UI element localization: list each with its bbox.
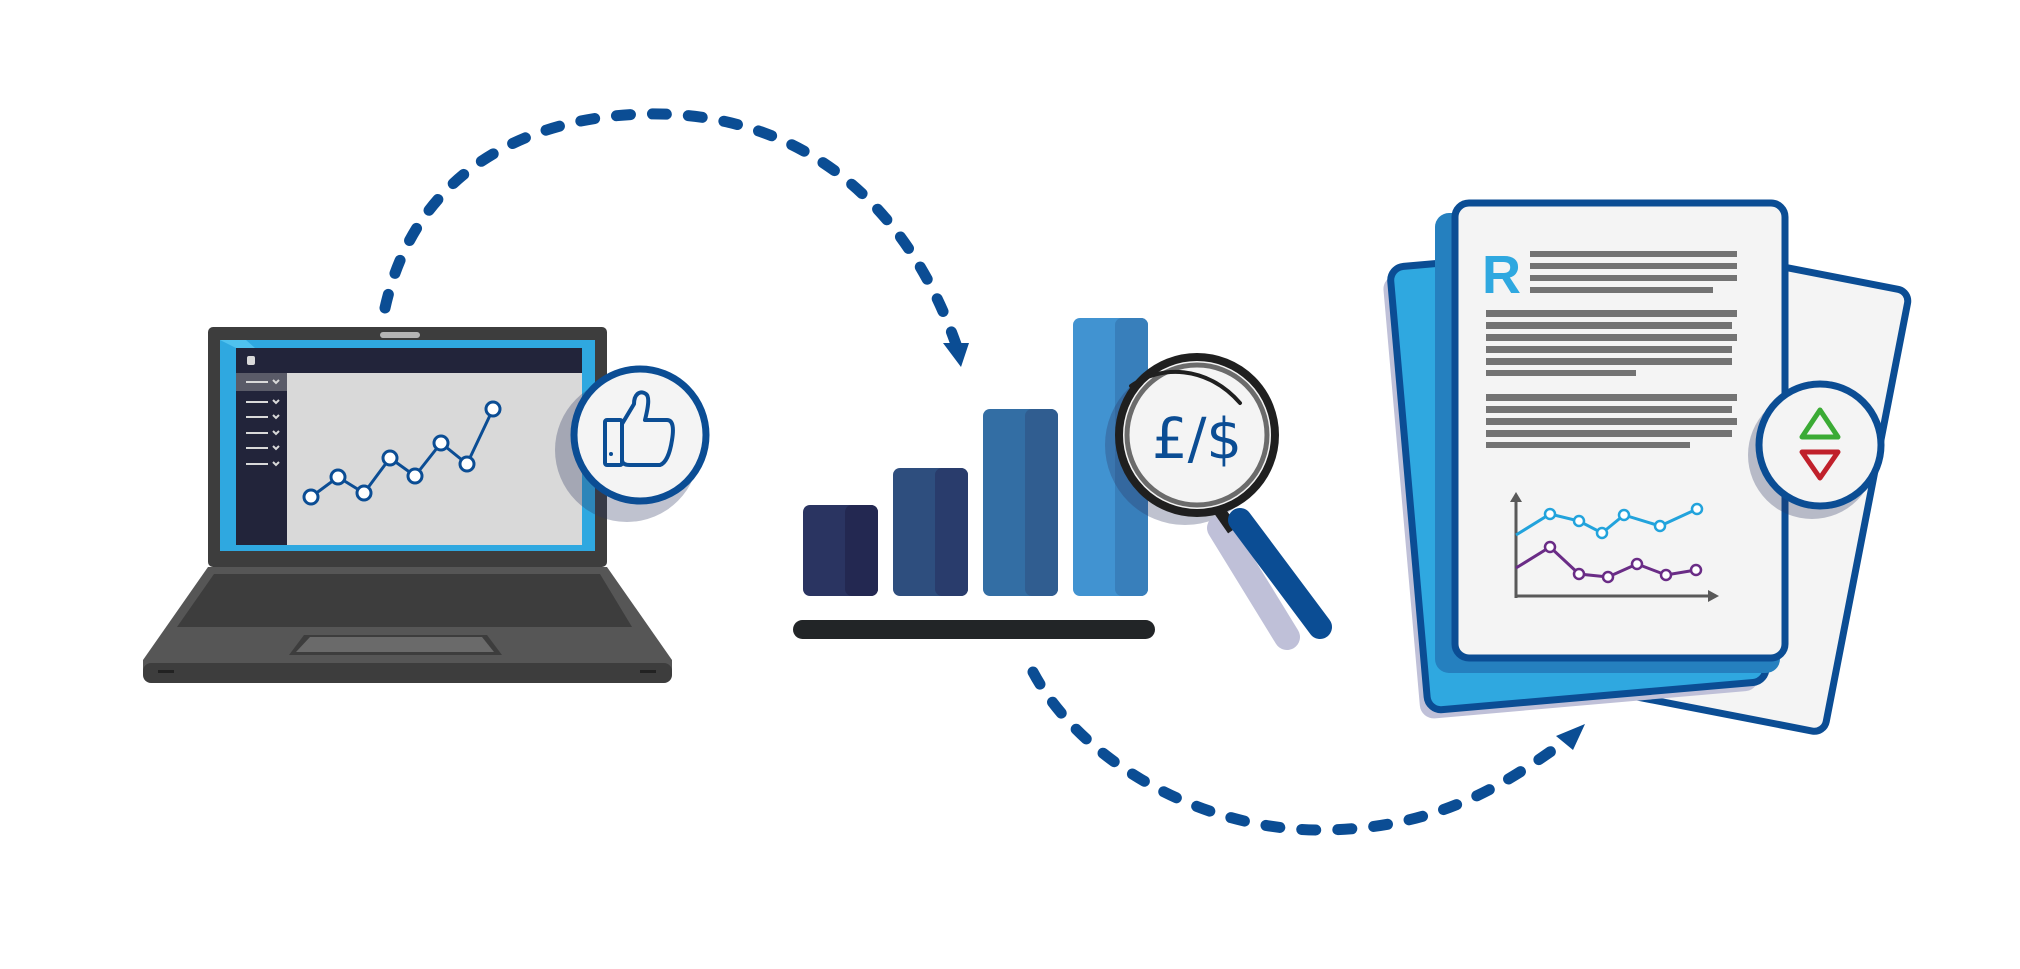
up-down-badge xyxy=(1748,380,1885,519)
laptop xyxy=(143,327,710,683)
dashboard-line-chart xyxy=(302,400,502,506)
app-window xyxy=(236,348,582,545)
magnifying-glass: £/$ xyxy=(1105,353,1332,650)
thumbs-up-icon xyxy=(603,390,675,467)
chart-baseline xyxy=(793,620,1155,639)
trackpad xyxy=(296,637,494,652)
keyboard xyxy=(177,574,632,627)
growth-bar-chart xyxy=(793,318,1155,639)
sidebar-menu-items xyxy=(246,379,280,467)
arrowhead-icon xyxy=(943,343,969,367)
app-titlebar xyxy=(236,348,582,373)
camera xyxy=(380,332,420,338)
report-line-chart xyxy=(1510,492,1719,602)
connector-analysis-to-report xyxy=(1027,666,1585,836)
app-sidebar xyxy=(236,373,287,545)
down-triangle-icon xyxy=(1799,449,1841,481)
currency-symbol: £/$ xyxy=(1152,407,1242,472)
connector-dashboard-to-analysis xyxy=(379,108,969,367)
report-logo: R xyxy=(1482,245,1521,305)
report-text-lines xyxy=(1486,251,1737,448)
up-triangle-icon xyxy=(1799,407,1841,440)
arrowhead-icon xyxy=(1556,724,1585,750)
report-documents: R xyxy=(1383,199,1912,735)
thumbs-up-badge xyxy=(555,365,710,522)
